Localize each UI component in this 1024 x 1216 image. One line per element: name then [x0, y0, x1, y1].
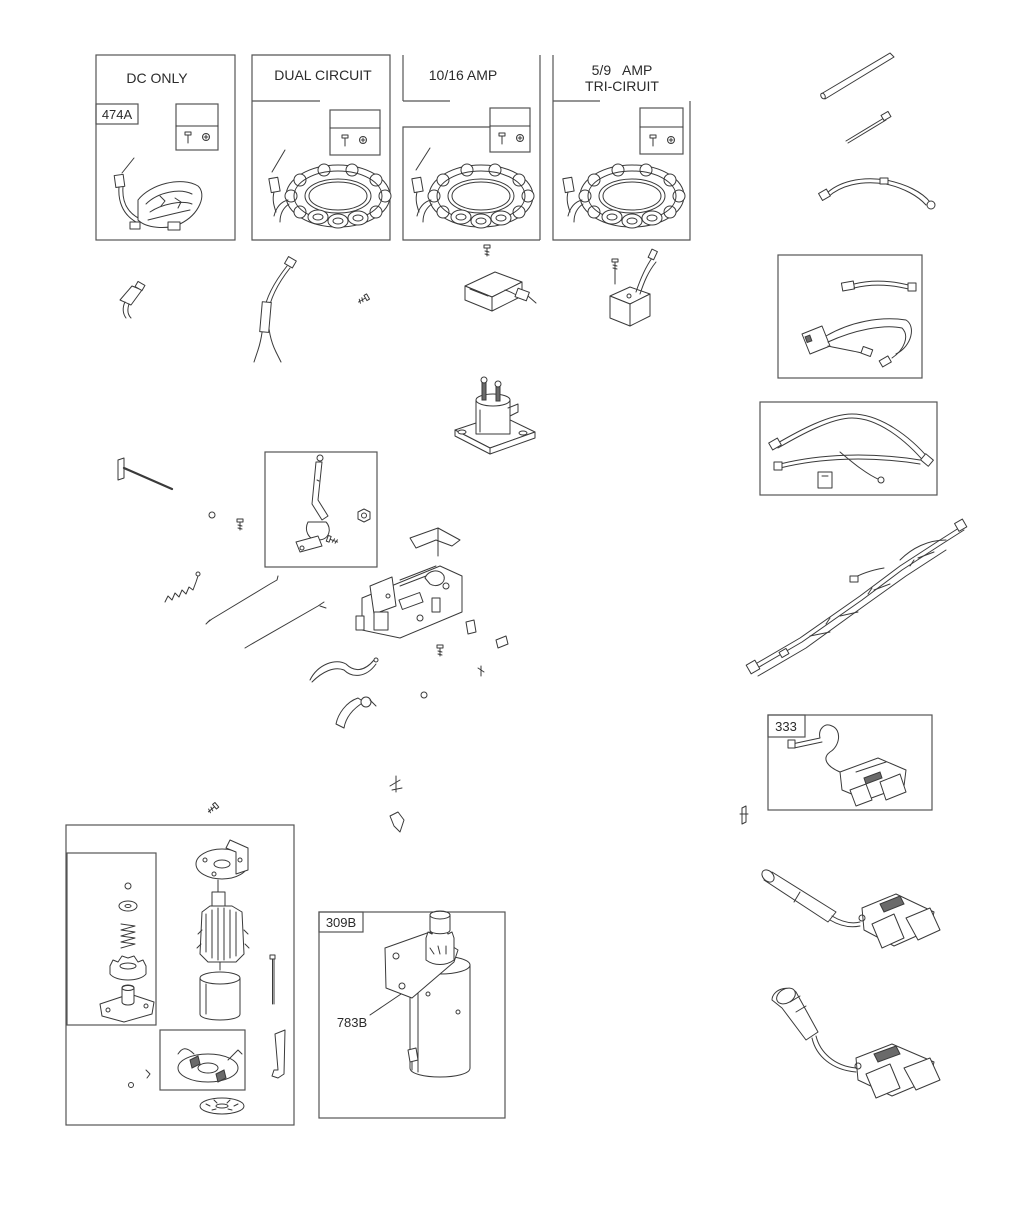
panel-title: 10/16 AMP: [429, 67, 498, 83]
brush-plate: [177, 1048, 243, 1083]
panel-title: DUAL CIRCUIT: [274, 67, 372, 83]
dual-circuit-stator: [268, 163, 392, 229]
through-bolt: [269, 954, 276, 1005]
control-bracket: [355, 527, 463, 639]
starter-ref-number: 309B: [326, 915, 356, 930]
nut: [357, 508, 371, 523]
brush-kit-inset: [159, 1029, 246, 1091]
main-wiring-harness: [745, 518, 968, 677]
governor-link: [205, 575, 279, 625]
panel-dc-only: DC ONLY 474A: [95, 54, 236, 241]
ignition-coil: [761, 869, 941, 949]
kill-wire: [845, 110, 892, 144]
leader-line: [369, 991, 405, 1016]
starter-motor: [384, 910, 471, 1078]
panel-title-line-2: TRI-CIRUIT: [585, 78, 659, 94]
wiring-harness-kit: [777, 254, 923, 379]
drive-kit-parts: [99, 882, 155, 1023]
starter-part-number: 783B: [337, 1015, 367, 1030]
throttle-lever-kit: [264, 451, 378, 568]
leader-line: [415, 147, 431, 171]
starter-motor-exploded: [65, 824, 295, 1126]
ref-box: [767, 714, 806, 738]
ignition-coil-alt: [771, 987, 941, 1099]
panel-tri-circuit: 5/9 AMP TRI-CIRUIT: [552, 55, 691, 241]
starter-small-hardware: [128, 1069, 151, 1088]
ref-box: [95, 103, 139, 125]
washer: [208, 511, 216, 519]
small-clip: [739, 805, 749, 825]
starter-screw: [205, 801, 220, 815]
dc-charging-harness: [113, 157, 203, 231]
control-rod: [117, 457, 174, 491]
starter-solenoid: [454, 376, 536, 455]
ground-cable: [818, 177, 936, 210]
amp-10-16-stator: [411, 163, 535, 229]
throttle-cable: [309, 657, 379, 683]
starter-bracket: [271, 1029, 286, 1079]
tri-circuit-regulator: [609, 248, 658, 327]
panel-frame: [95, 54, 236, 241]
ignition-ref-number: 333: [775, 719, 797, 734]
hardware-inset: [489, 107, 531, 153]
panel-frame: [251, 54, 391, 241]
governor-shaft: [820, 52, 895, 100]
starter-motor-assembly: 309B 783B: [318, 910, 506, 1119]
drive-kit-inset: [66, 852, 157, 1026]
small-hardware: [389, 619, 509, 833]
panel-10-16-amp: 10/16 AMP: [402, 55, 541, 241]
voltage-regulator: [464, 244, 537, 312]
hardware-inset: [639, 107, 684, 155]
ignition-module-kit: 333: [767, 714, 933, 811]
small-screw: [356, 293, 371, 306]
starter-end-cap: [195, 839, 249, 880]
wire-harness-set: [759, 401, 938, 496]
tri-circuit-stator: [562, 163, 686, 229]
ref-number: 474A: [102, 107, 133, 122]
hardware-inset: [329, 109, 381, 156]
control-lever: [335, 696, 377, 729]
hardware-inset: [175, 103, 219, 151]
screw: [236, 518, 244, 531]
leader-line: [271, 149, 286, 173]
starter-housing: [199, 971, 241, 1021]
panel-dual-circuit: DUAL CIRCUIT: [251, 54, 392, 241]
armature: [196, 879, 250, 971]
panel-title-line-1: 5/9 AMP: [592, 62, 653, 78]
starter-washer: [199, 1097, 245, 1115]
governor-spring: [164, 571, 201, 603]
ref-box: [318, 911, 364, 933]
ground-wire: [253, 256, 297, 363]
choke-link: [244, 601, 327, 649]
panel-title: DC ONLY: [126, 70, 188, 86]
wire-connector: [119, 280, 146, 319]
